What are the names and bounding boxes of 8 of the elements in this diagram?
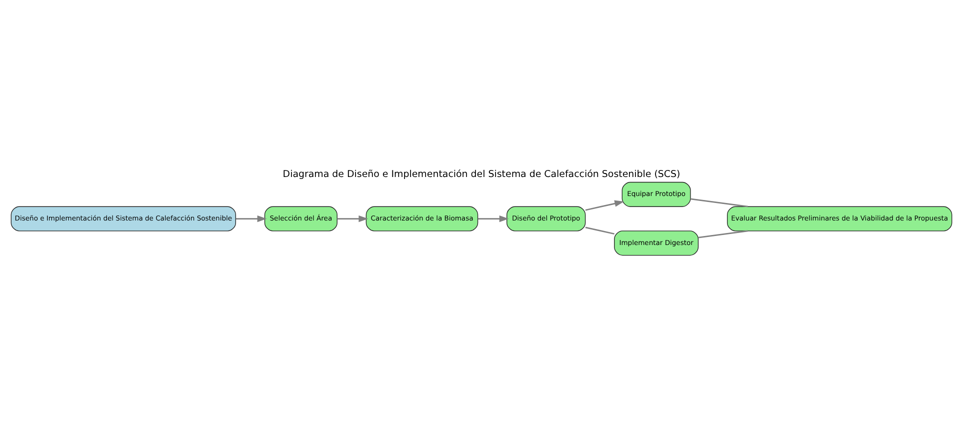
connector [585,226,614,234]
connector [698,230,748,238]
arrow [337,214,368,222]
arrow [478,214,509,222]
arrow [236,214,267,222]
diagram-title: Diagrama de Diseño e Implementación del Sistema de Calefacción Sostenible (SCS) [282,168,680,180]
arrow [585,200,624,210]
connector [690,198,748,207]
